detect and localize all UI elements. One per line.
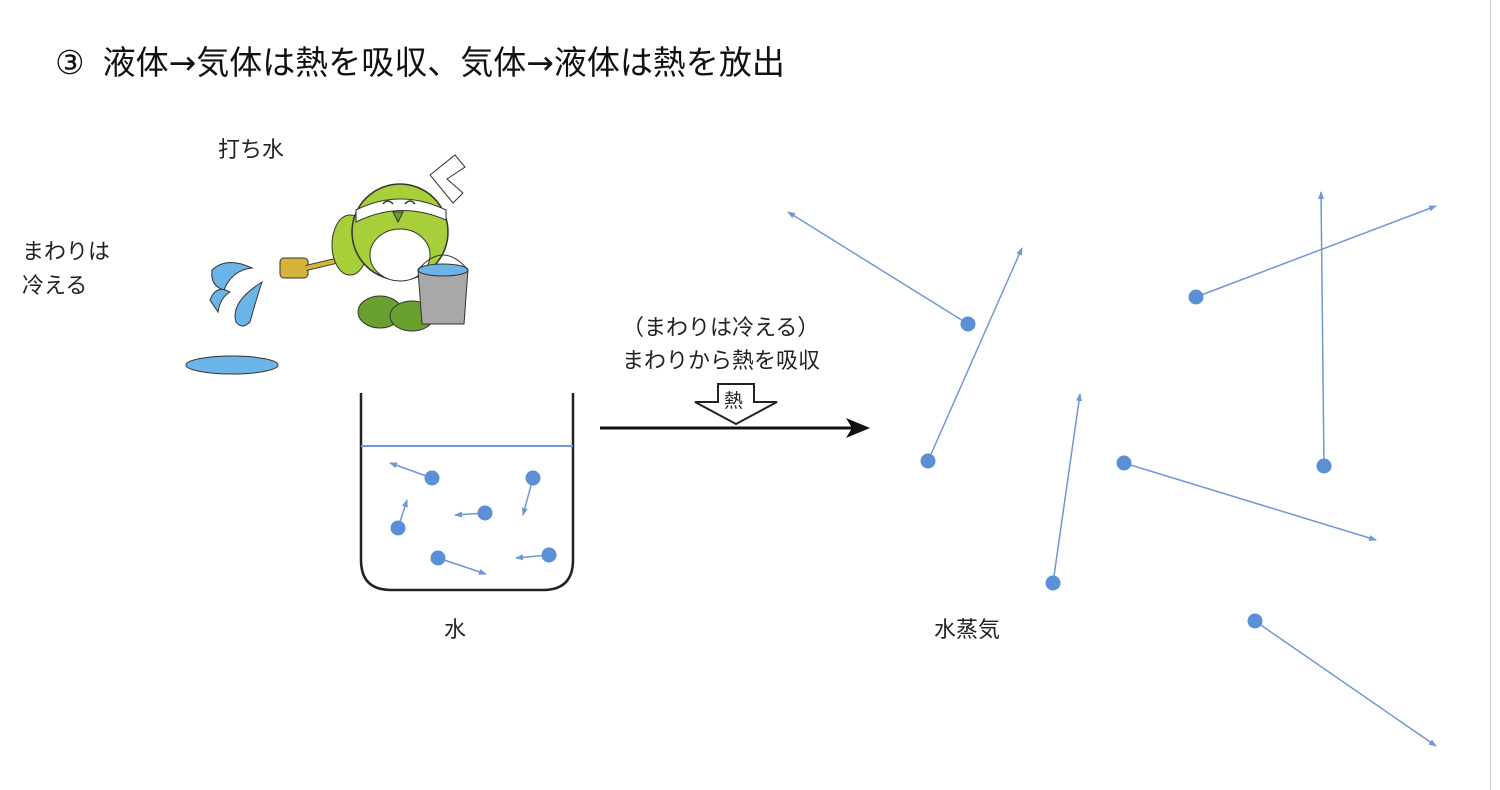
bird-illustration — [185, 154, 469, 375]
cool-line2: 冷える — [22, 274, 88, 299]
gas-velocity-arrow — [1123, 462, 1377, 541]
gas-velocity-arrow — [787, 211, 969, 325]
gas-molecule — [1188, 289, 1204, 305]
heat-label: 熱 — [724, 390, 744, 412]
liquid-molecule — [430, 550, 446, 566]
water-label: 水 — [444, 618, 467, 643]
cool-line1: まわりは — [22, 240, 111, 265]
gas-molecule — [1045, 575, 1061, 591]
uchimizu-label: 打ち水 — [218, 138, 285, 163]
gas-velocity-arrow — [927, 247, 1023, 462]
liquid-velocity-arrow — [437, 557, 487, 575]
beaker — [359, 393, 575, 592]
molecules — [389, 191, 1437, 747]
liquid-molecule — [390, 520, 406, 536]
gas-molecule — [920, 453, 936, 469]
vapor-label: 水蒸気 — [934, 618, 1001, 643]
liquid-molecule — [424, 470, 440, 486]
absorb-heat-label: まわりから熱を吸収 — [622, 349, 821, 374]
window-edge — [1490, 0, 1491, 790]
liquid-molecule — [477, 505, 493, 521]
gas-molecule — [1247, 613, 1263, 629]
title-number: ③ — [55, 43, 85, 82]
paren-cool-label: （まわりは冷える） — [622, 316, 820, 341]
title-text: 液体→気体は熱を吸収、気体→液体は熱を放出 — [102, 43, 785, 82]
gas-molecule — [1316, 458, 1332, 474]
gas-velocity-arrow — [1318, 191, 1325, 467]
liquid-molecule — [541, 547, 557, 563]
puddle — [185, 355, 279, 375]
slide-title: ③ 液体→気体は熱を吸収、気体→液体は熱を放出 — [55, 36, 785, 84]
heat-arrow — [694, 383, 778, 426]
liquid-molecule — [525, 470, 541, 486]
gas-molecule — [960, 316, 976, 332]
gas-velocity-arrow — [1254, 620, 1437, 747]
gas-velocity-arrow — [1052, 393, 1082, 584]
cool-label: まわりは冷える — [22, 236, 110, 304]
gas-velocity-arrow — [1195, 205, 1437, 298]
gas-molecule — [1116, 455, 1132, 471]
process-arrowhead — [846, 418, 870, 438]
